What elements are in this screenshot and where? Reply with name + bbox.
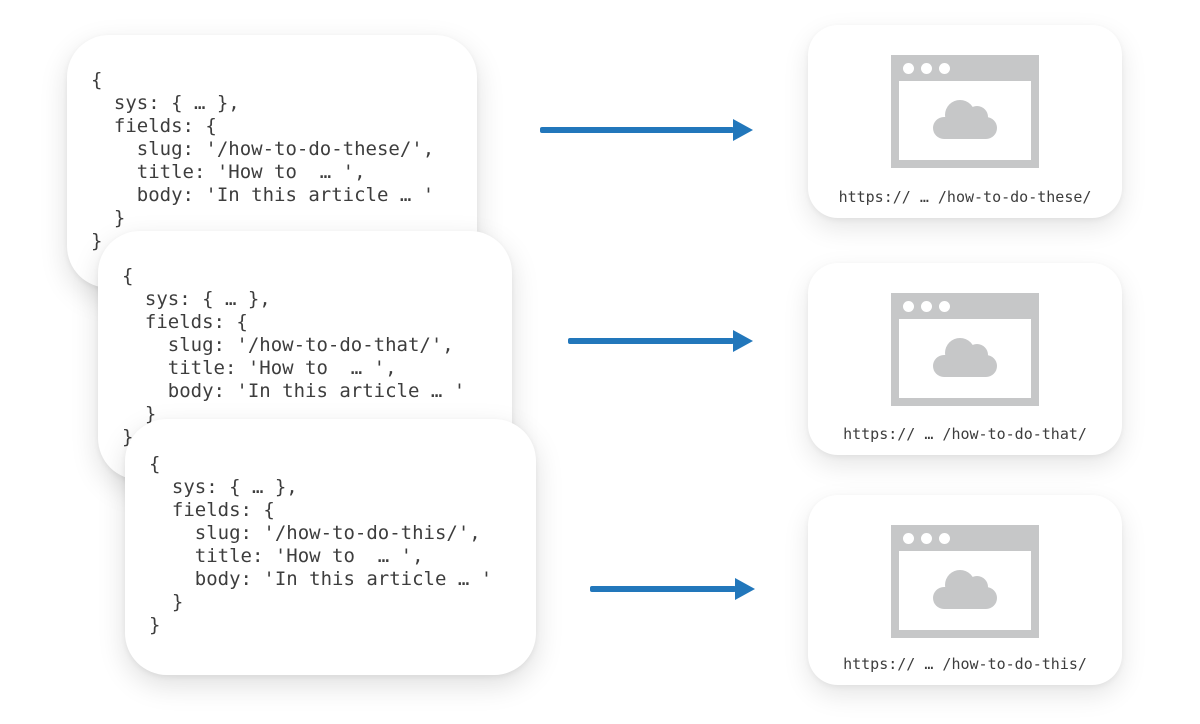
flow-arrow-3: [590, 578, 755, 600]
content-entry-card-3: { sys: { … }, fields: { slug: '/how-to-d…: [125, 419, 536, 675]
webpage-card-3: https:// … /how-to-do-this/: [808, 495, 1122, 685]
page-url: https:// … /how-to-do-this/: [843, 655, 1087, 673]
cloud-icon: [933, 100, 997, 139]
cloud-icon: [933, 338, 997, 377]
arrow-line: [540, 127, 734, 133]
cloud-icon: [933, 570, 997, 609]
arrow-line: [568, 338, 734, 344]
json-code-block: { sys: { … }, fields: { slug: '/how-to-d…: [122, 265, 466, 448]
arrow-right-icon: [735, 578, 755, 600]
browser-window-icon: [891, 525, 1039, 638]
webpage-card-2: https:// … /how-to-do-that/: [808, 263, 1122, 455]
window-dots-icon: [903, 63, 950, 74]
arrow-line: [590, 586, 736, 592]
browser-window-icon: [891, 293, 1039, 406]
webpage-card-1: https:// … /how-to-do-these/: [808, 25, 1122, 218]
page-url: https:// … /how-to-do-that/: [843, 425, 1087, 443]
flow-arrow-2: [568, 330, 753, 352]
json-code-block: { sys: { … }, fields: { slug: '/how-to-d…: [149, 453, 493, 636]
arrow-right-icon: [733, 330, 753, 352]
browser-viewport: [899, 81, 1031, 160]
arrow-right-icon: [733, 119, 753, 141]
flow-arrow-1: [540, 119, 753, 141]
window-dots-icon: [903, 533, 950, 544]
json-code-block: { sys: { … }, fields: { slug: '/how-to-d…: [91, 69, 435, 252]
window-dots-icon: [903, 301, 950, 312]
browser-window-icon: [891, 55, 1039, 168]
page-url: https:// … /how-to-do-these/: [838, 188, 1092, 206]
browser-viewport: [899, 319, 1031, 398]
browser-viewport: [899, 551, 1031, 630]
